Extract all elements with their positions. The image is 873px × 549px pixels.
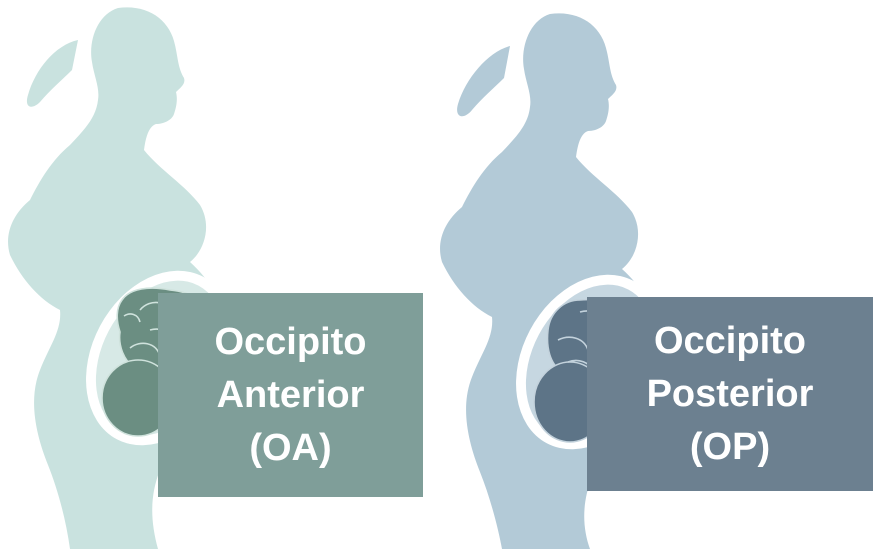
- op-figure: Occipito Posterior (OP): [430, 0, 873, 549]
- oa-label-line2: Anterior: [217, 369, 365, 422]
- oa-label-line1: Occipito: [214, 316, 366, 369]
- op-label-box: Occipito Posterior (OP): [587, 297, 873, 491]
- ponytail-op: [457, 46, 510, 116]
- op-label-line2: Posterior: [647, 368, 814, 421]
- op-label-line3: (OP): [690, 421, 770, 474]
- ponytail-oa: [27, 40, 78, 107]
- op-label-line1: Occipito: [654, 315, 806, 368]
- oa-label-box: Occipito Anterior (OA): [158, 293, 423, 497]
- oa-figure: Occipito Anterior (OA): [0, 0, 430, 549]
- oa-label-line3: (OA): [249, 422, 331, 475]
